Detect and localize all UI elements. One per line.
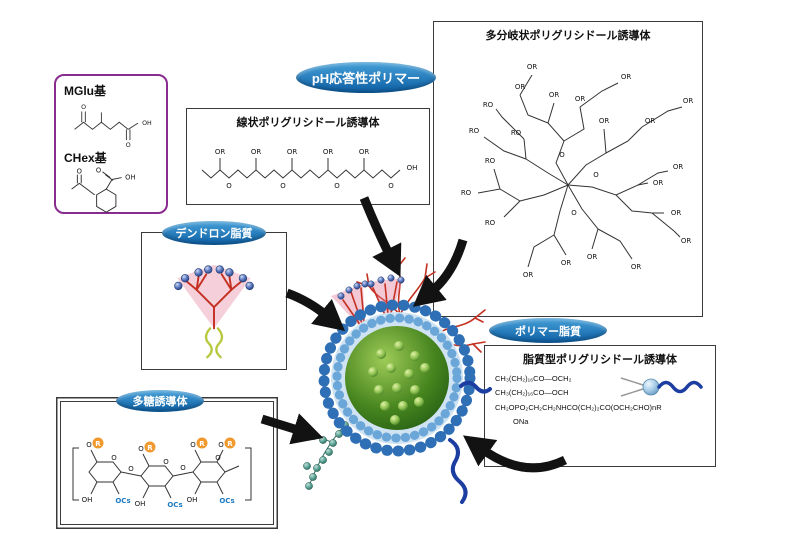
- or-label: OR: [287, 148, 298, 156]
- lipid-type-title: 脂質型ポリグリシドール誘導体: [523, 354, 677, 366]
- mglu-chex-box: MGlu基 O O OH CHex基 O O OH: [54, 74, 168, 214]
- or-label: OR: [621, 73, 632, 81]
- or-label: OR: [671, 209, 682, 217]
- linear-polyglycidol-box: 線状ポリグリシドール誘導体 OR OR OR OR OR O O O O OH: [186, 108, 430, 205]
- or-label: OR: [683, 97, 694, 105]
- oh-label: OH: [125, 173, 135, 181]
- r-label: R: [147, 444, 153, 452]
- polysaccharide-structure: O O O O O O R O R O R O R OH OH OH OCs O…: [72, 437, 252, 509]
- dendron-lipid-badge: デンドロン脂質: [162, 221, 266, 245]
- liposome-body-graphic: [318, 299, 476, 457]
- ocs-label: OCs: [167, 501, 182, 509]
- or-label: OR: [599, 117, 610, 125]
- polysaccharide-box: O O O O O O R O R O R O R OH OH OH OCs O…: [60, 401, 274, 525]
- oh-label: OH: [187, 496, 198, 504]
- or-label: OR: [251, 148, 262, 156]
- chex-structure: O O OH: [71, 167, 136, 213]
- o-label: O: [571, 209, 577, 217]
- ocs-label: OCs: [115, 497, 130, 505]
- liposome-illustration: [301, 257, 492, 504]
- or-label: OR: [587, 253, 598, 261]
- ro-label: RO: [461, 189, 472, 197]
- polysaccharide-badge: 多糖誘導体: [116, 390, 204, 412]
- or-label: OR: [673, 163, 684, 171]
- o-label: O: [226, 182, 232, 190]
- o-label: O: [111, 454, 117, 462]
- polymer-lipid-badge: ポリマー脂質: [489, 318, 607, 343]
- navy-polymer-graphic: [448, 380, 492, 504]
- or-label: OR: [653, 179, 664, 187]
- o-label: O: [81, 104, 86, 111]
- o-label: O: [334, 182, 340, 190]
- or-label: OR: [549, 91, 560, 99]
- o-label: O: [163, 458, 169, 466]
- or-label: OR: [215, 148, 226, 156]
- dendron-lipid-box: [141, 232, 287, 370]
- chex-label: CHex基: [64, 151, 107, 165]
- or-label: OR: [515, 83, 526, 91]
- or-label: OR: [561, 259, 572, 267]
- linear-polyglycidol-title: 線状ポリグリシドール誘導体: [236, 117, 380, 129]
- r-label: R: [199, 440, 205, 448]
- or-label: OR: [575, 95, 586, 103]
- or-label: OR: [323, 148, 334, 156]
- o-label: O: [180, 464, 186, 472]
- or-label: OR: [523, 271, 534, 279]
- ro-label: RO: [485, 157, 496, 165]
- ro-label: RO: [485, 219, 496, 227]
- hyperbranched-polyglycidol-box: 多分岐状ポリグリシドール誘導体: [433, 21, 703, 317]
- o-label: O: [77, 168, 82, 176]
- lipid-formula: CH₃(CH₂)₁₆CO—OCH₂ CH₃(CH₂)₁₆CO—OCH CH₂OP…: [495, 372, 711, 429]
- o-label: O: [215, 454, 221, 462]
- lipid-type-polyglycidol-box: 脂質型ポリグリシドール誘導体 CH₃(CH₂)₁₆CO—OCH₂ CH₃(CH₂…: [484, 345, 716, 467]
- oh-label: OH: [407, 164, 418, 172]
- o-label: O: [96, 167, 101, 175]
- lipid-illustration: [620, 377, 703, 397]
- ro-label: RO: [511, 129, 522, 137]
- oh-label: OH: [82, 496, 93, 504]
- mglu-structure: O O OH: [74, 104, 152, 149]
- o-label: O: [126, 142, 131, 149]
- ocs-label: OCs: [219, 497, 234, 505]
- r-label: R: [227, 440, 233, 448]
- o-label: O: [559, 151, 565, 159]
- oh-label: OH: [135, 500, 146, 508]
- dendron-lipid-illustration: [174, 264, 254, 359]
- o-label: O: [86, 441, 92, 449]
- or-label: OR: [359, 148, 370, 156]
- o-label: O: [388, 182, 394, 190]
- lipid-formula-line3: CH₂OPO₂CH₂CH₂NHCO(CH₂)₂CO(OCH₂CHO)nR: [495, 402, 662, 412]
- hyperbranched-title: 多分岐状ポリグリシドール誘導体: [485, 30, 651, 42]
- oh-label: OH: [142, 120, 152, 127]
- ro-label: RO: [469, 127, 480, 135]
- r-label: R: [95, 440, 101, 448]
- or-label: OR: [527, 63, 538, 71]
- ro-label: RO: [483, 101, 494, 109]
- o-label: O: [128, 465, 134, 473]
- or-label: OR: [631, 263, 642, 271]
- o-label: O: [280, 182, 286, 190]
- o-label: O: [138, 445, 144, 453]
- o-label: O: [190, 441, 196, 449]
- lipid-formula-counterion: ONa: [513, 416, 529, 426]
- linear-polyglycidol-structure: OR OR OR OR OR O O O O OH: [201, 148, 418, 190]
- or-label: OR: [681, 237, 692, 245]
- ph-responsive-polymer-badge: pH応答性ポリマー: [296, 62, 436, 93]
- lipid-formula-line1: CH₃(CH₂)₁₆CO—OCH₂: [495, 374, 572, 383]
- hyperbranched-structure: OR OR OR OR OR OR OR OR OR OR OR OR OR O…: [461, 63, 694, 279]
- or-label: OR: [645, 117, 656, 125]
- o-label: O: [218, 441, 224, 449]
- lipid-formula-line2: CH₃(CH₂)₁₆CO—OCH: [495, 388, 569, 398]
- o-label: O: [593, 171, 599, 179]
- mglu-label: MGlu基: [64, 84, 106, 98]
